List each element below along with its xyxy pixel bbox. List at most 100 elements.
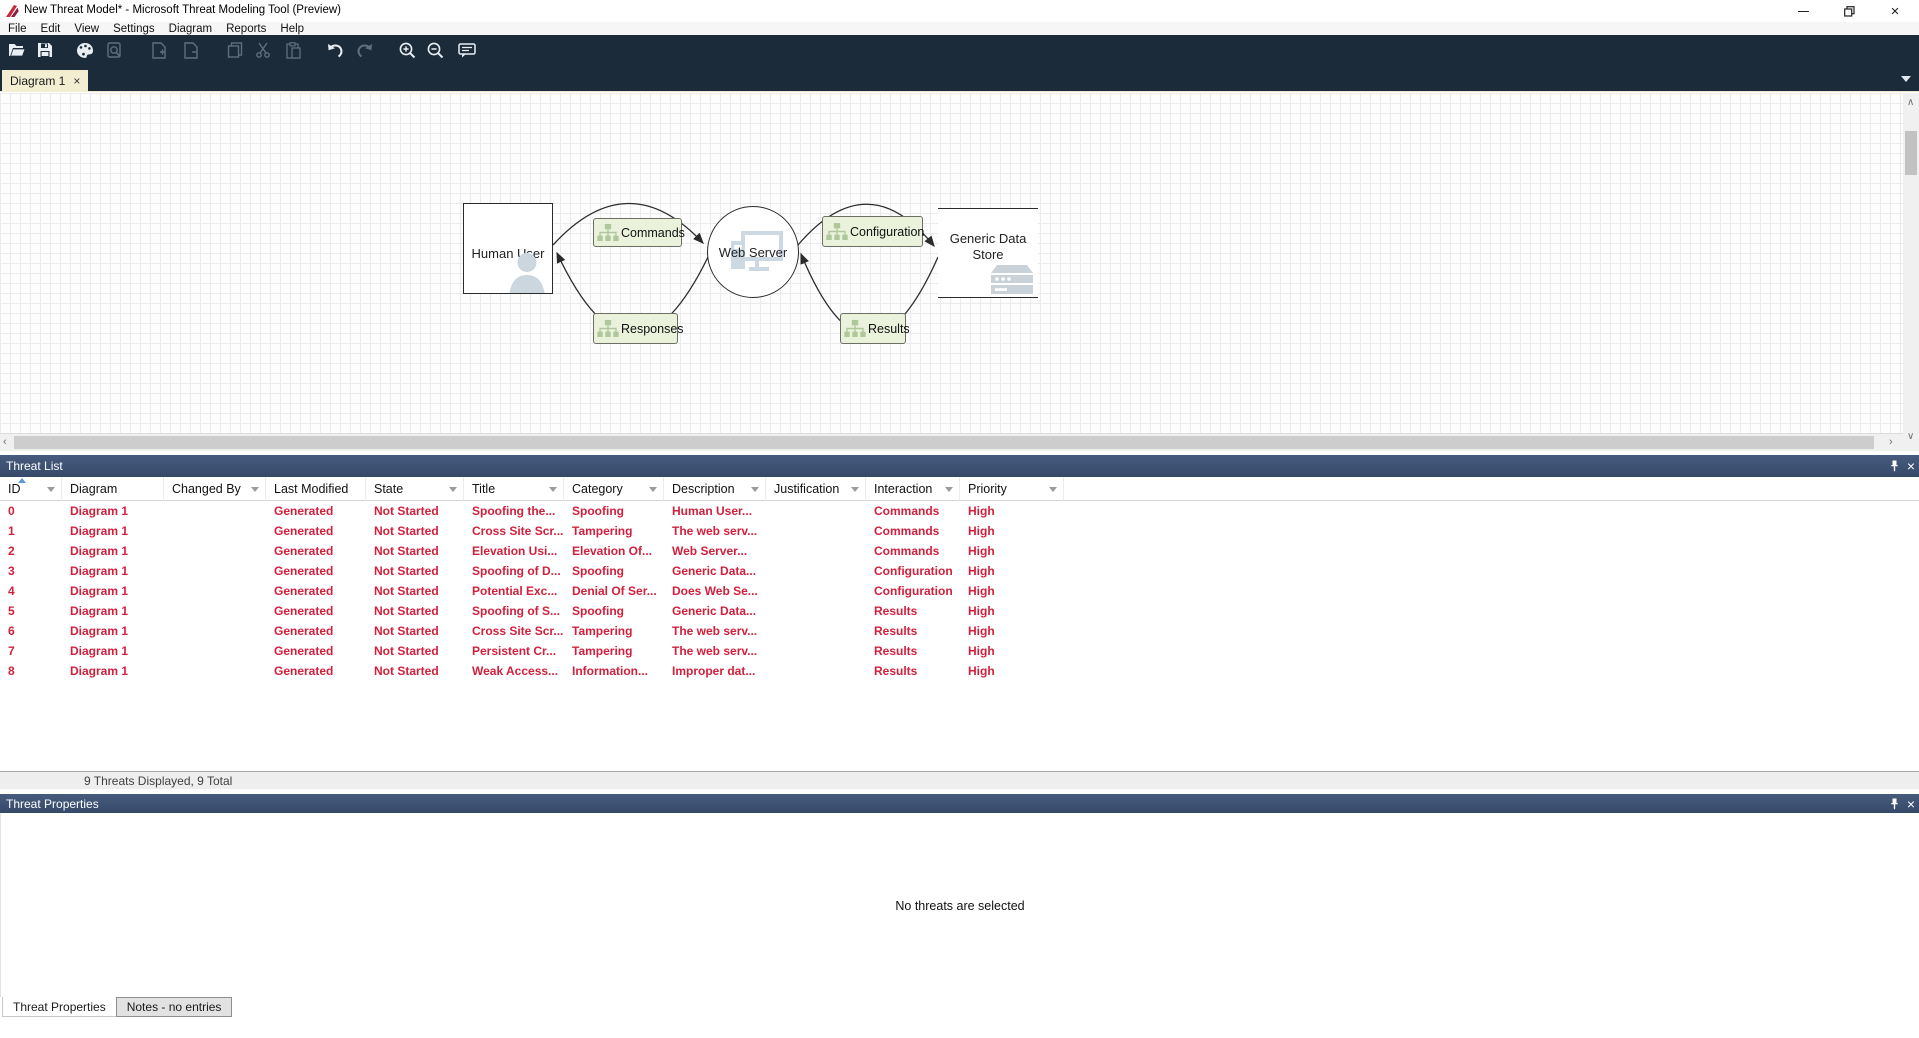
threat-cell: Spoofing of S... bbox=[472, 604, 560, 618]
pin-icon[interactable] bbox=[1890, 798, 1899, 810]
threat-cell: 2 bbox=[8, 544, 15, 558]
threat-cell: The web serv... bbox=[672, 644, 758, 658]
node-label: Generic Data Store bbox=[949, 231, 1027, 262]
flow-type-icon bbox=[597, 224, 619, 241]
threat-cell: Potential Exc... bbox=[472, 584, 558, 598]
threat-cell: Diagram 1 bbox=[70, 564, 129, 578]
column-header-title[interactable]: Title bbox=[464, 477, 564, 501]
column-label: Category bbox=[572, 482, 623, 496]
filter-dropdown-icon[interactable] bbox=[449, 487, 457, 492]
menu-file[interactable]: File bbox=[8, 22, 27, 35]
menu-edit[interactable]: Edit bbox=[40, 22, 61, 35]
column-header-category[interactable]: Category bbox=[564, 477, 664, 501]
column-header-description[interactable]: Description bbox=[664, 477, 766, 501]
flow-label-commands[interactable]: Commands bbox=[593, 218, 685, 247]
threat-cell: Configuration bbox=[874, 564, 953, 578]
feedback-icon[interactable] bbox=[458, 41, 476, 59]
menu-diagram[interactable]: Diagram bbox=[168, 22, 213, 35]
menu-reports[interactable]: Reports bbox=[226, 22, 267, 35]
open-file-icon[interactable] bbox=[8, 41, 26, 59]
undo-icon[interactable] bbox=[326, 41, 344, 59]
vertical-scroll-thumb[interactable] bbox=[1905, 131, 1917, 175]
column-header-interaction[interactable]: Interaction bbox=[866, 477, 960, 501]
threat-cell: Not Started bbox=[374, 544, 439, 558]
canvas-horizontal-scrollbar[interactable]: ‹ › bbox=[0, 433, 1903, 451]
zoom-in-icon[interactable] bbox=[398, 41, 416, 59]
column-header-last-modified[interactable]: Last Modified bbox=[266, 477, 366, 501]
scroll-down-icon[interactable]: ∨ bbox=[1907, 431, 1915, 442]
column-header-justification[interactable]: Justification bbox=[766, 477, 866, 501]
flow-label-results[interactable]: Results bbox=[840, 313, 910, 344]
restore-button[interactable] bbox=[1832, 0, 1866, 22]
threat-cell bbox=[766, 541, 866, 561]
zoom-out-icon[interactable] bbox=[426, 41, 444, 59]
threat-cell: Diagram 1 bbox=[70, 504, 129, 518]
column-header-state[interactable]: State bbox=[366, 477, 464, 501]
diagram-canvas[interactable]: Human User Web Server Generic Data Store bbox=[0, 93, 1903, 433]
scroll-left-icon[interactable]: ‹ bbox=[3, 436, 7, 448]
menu-view[interactable]: View bbox=[74, 22, 100, 35]
diagram-tab-strip: Diagram 1 × bbox=[0, 65, 1919, 92]
panel-close-icon[interactable]: × bbox=[1906, 458, 1915, 474]
tab-diagram-1[interactable]: Diagram 1 × bbox=[2, 70, 89, 92]
threat-cell: 6 bbox=[8, 624, 15, 638]
bottom-tab-threat[interactable]: Threat Properties bbox=[2, 997, 116, 1017]
node-web-server[interactable]: Web Server bbox=[707, 206, 799, 298]
flow-commands-arc[interactable] bbox=[552, 202, 704, 246]
tab-list-dropdown-icon[interactable] bbox=[1901, 76, 1911, 82]
column-header-changed-by[interactable]: Changed By bbox=[164, 477, 266, 501]
data-store-icon bbox=[991, 265, 1033, 294]
threat-cell bbox=[766, 641, 866, 661]
remove-diagram-icon bbox=[182, 41, 200, 59]
threat-cell: Generated bbox=[274, 544, 334, 558]
canvas-vertical-scrollbar[interactable]: ∧ ∨ bbox=[1903, 93, 1919, 451]
filter-dropdown-icon[interactable] bbox=[751, 487, 759, 492]
filter-dropdown-icon[interactable] bbox=[851, 487, 859, 492]
threat-cell: Denial Of Ser... bbox=[572, 584, 657, 598]
flow-label-configuration[interactable]: Configuration bbox=[822, 216, 924, 247]
filter-dropdown-icon[interactable] bbox=[251, 487, 259, 492]
scroll-right-icon[interactable]: › bbox=[1889, 436, 1893, 448]
node-human-user[interactable]: Human User bbox=[463, 203, 553, 294]
filter-dropdown-icon[interactable] bbox=[549, 487, 557, 492]
node-generic-data-store[interactable]: Generic Data Store bbox=[938, 208, 1038, 298]
panel-close-icon[interactable]: × bbox=[1906, 795, 1915, 812]
filter-dropdown-icon[interactable] bbox=[945, 487, 953, 492]
close-button[interactable]: × bbox=[1890, 2, 1900, 20]
threat-properties-title: Threat Properties bbox=[6, 796, 99, 811]
threat-cell bbox=[164, 581, 266, 601]
flow-label-responses[interactable]: Responses bbox=[593, 313, 684, 344]
filter-dropdown-icon[interactable] bbox=[1049, 487, 1057, 492]
threat-cell: High bbox=[968, 564, 995, 578]
pin-icon[interactable] bbox=[1890, 460, 1899, 472]
save-icon[interactable] bbox=[36, 41, 54, 59]
column-header-id[interactable]: ID bbox=[0, 477, 62, 501]
flow-type-icon bbox=[826, 223, 848, 240]
filter-dropdown-icon[interactable] bbox=[649, 487, 657, 492]
tab-close-icon[interactable]: × bbox=[73, 74, 81, 88]
minimize-button[interactable] bbox=[1786, 0, 1820, 22]
bottom-tab-notes[interactable]: Notes - no entries bbox=[115, 997, 233, 1017]
horizontal-scroll-thumb[interactable] bbox=[14, 436, 1874, 449]
column-header-priority[interactable]: Priority bbox=[960, 477, 1064, 501]
filter-dropdown-icon[interactable] bbox=[47, 487, 55, 492]
palette-view-icon[interactable] bbox=[76, 41, 94, 59]
column-header-diagram[interactable]: Diagram bbox=[62, 477, 164, 501]
scroll-up-icon[interactable]: ∧ bbox=[1907, 97, 1915, 108]
menu-settings[interactable]: Settings bbox=[113, 22, 155, 35]
threat-cell: Information... bbox=[572, 664, 648, 678]
threat-cell bbox=[164, 521, 266, 541]
toolbar bbox=[0, 35, 1919, 65]
menu-help[interactable]: Help bbox=[280, 22, 305, 35]
